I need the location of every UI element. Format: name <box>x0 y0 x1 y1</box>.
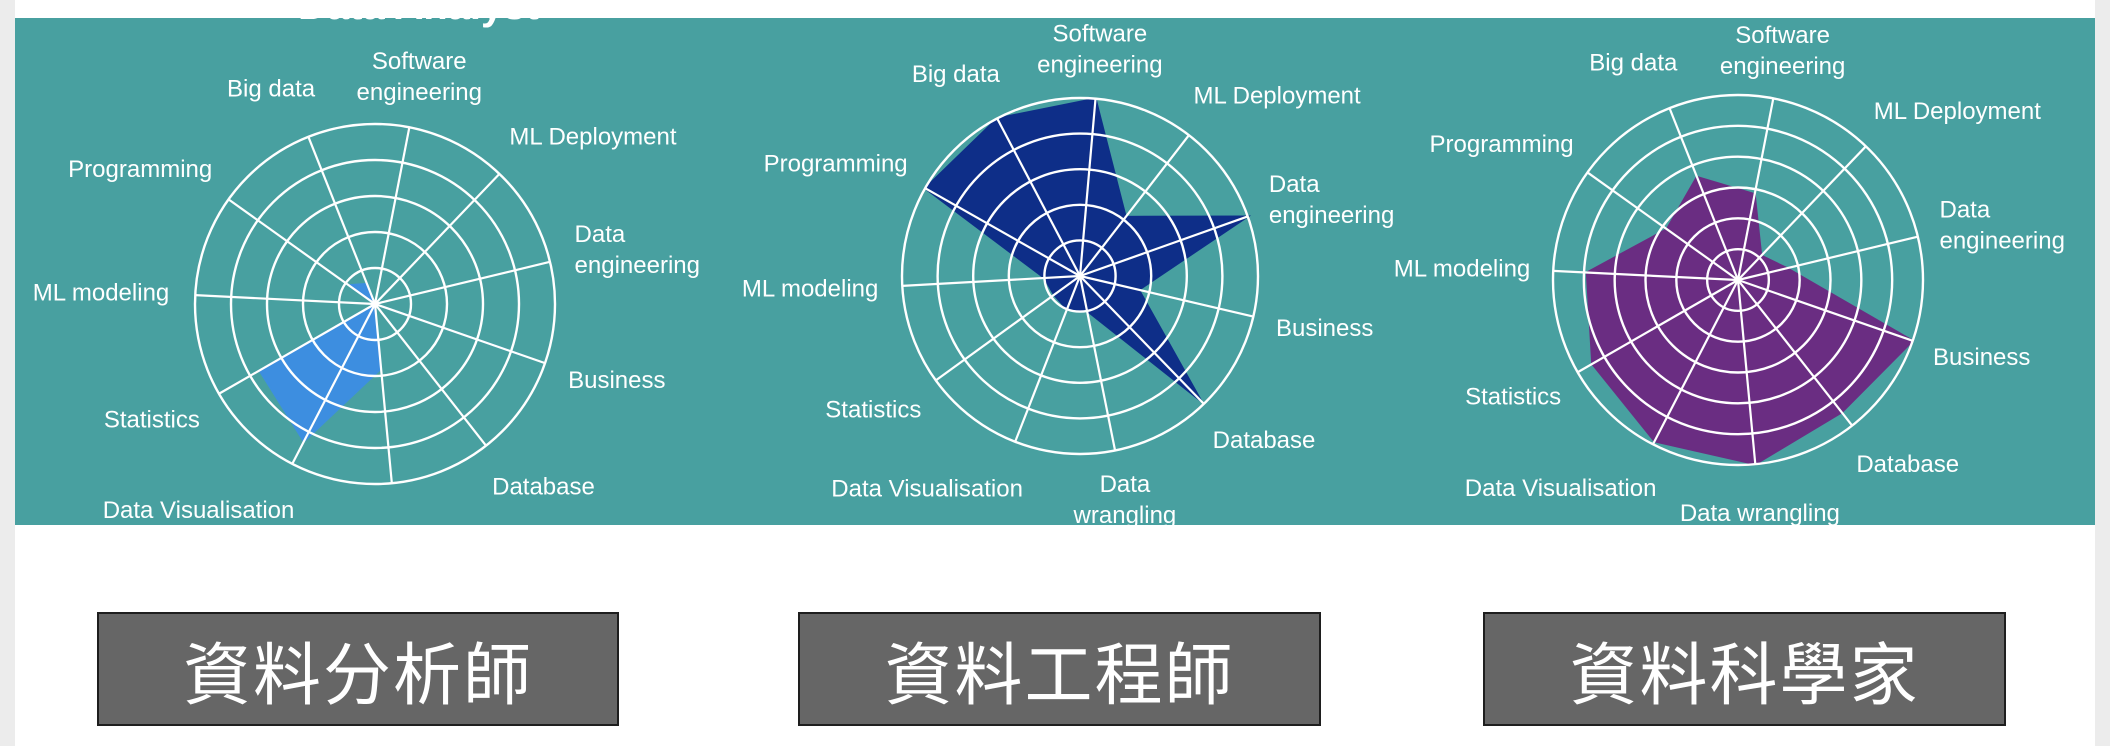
radar-axis-label-database: Database <box>492 474 595 501</box>
radar-spoke <box>924 187 1081 277</box>
radar-axis-label-big-data: Big data <box>227 75 316 102</box>
role-label-data-analyst: 資料分析師 <box>97 612 619 726</box>
radar-spoke <box>373 303 393 484</box>
radar-grid-ring <box>1007 203 1153 349</box>
radar-axis-label-database: Database <box>1213 427 1316 454</box>
radar-spoke <box>1078 98 1097 277</box>
role-label-data-engineer: 資料工程師 <box>798 612 1321 726</box>
radar-spoke <box>1737 278 1914 342</box>
radar-grid-ring <box>229 158 521 450</box>
radar-spoke <box>935 275 1081 382</box>
radar-spoke <box>1577 279 1739 374</box>
radar-axis-label-ml-modeling: ML modeling <box>33 280 170 307</box>
radar-spoke <box>1079 215 1249 278</box>
radar-spoke <box>1553 269 1739 282</box>
radar-spoke <box>1736 279 1757 465</box>
radar-grid-ring <box>1551 93 1925 467</box>
radar-axis-label-ml-deployment: ML Deployment <box>1874 98 2042 125</box>
radar-spoke <box>1586 171 1739 281</box>
radar-grid-ring <box>972 167 1189 385</box>
radar-axis-label-database: Database <box>1856 451 1959 478</box>
radar-axis-label-business: Business <box>1276 315 1373 342</box>
radar-axis-label-big-data: Big data <box>1589 50 1678 77</box>
radar-spoke <box>1651 279 1739 445</box>
radar-grid-ring <box>301 230 449 378</box>
radar-spoke <box>374 303 487 447</box>
radar-grid-ring <box>1043 239 1117 313</box>
radar-grid-ring <box>900 96 1260 456</box>
radar-grid-ring <box>337 266 413 342</box>
radar-axis-label-data-wrangling: Data wrangling <box>1680 500 1840 527</box>
radar-grid-ring <box>193 122 557 486</box>
radar-grid-ring <box>1644 186 1832 374</box>
radar-spoke <box>1078 275 1117 451</box>
radar-axis-label-programming: Programming <box>764 151 908 178</box>
radar-spoke <box>1079 134 1190 277</box>
radar-spoke <box>291 303 376 465</box>
radar-spoke <box>1736 98 1775 281</box>
radar-spoke <box>374 302 546 365</box>
radar-spoke <box>227 198 376 305</box>
radar-axis-label-data-visualisation: Data Visualisation <box>103 497 295 524</box>
heading-clip <box>15 0 2095 18</box>
radar-axis-label-statistics: Statistics <box>104 407 200 434</box>
radar-spoke <box>996 117 1081 277</box>
radar-axis-label-statistics: Statistics <box>825 397 921 424</box>
radar-spoke <box>1737 145 1867 281</box>
radar-spoke <box>1737 235 1919 282</box>
radar-series-area <box>1585 175 1915 466</box>
radar-axis-label-business: Business <box>1933 344 2030 371</box>
radar-axis-label-ml-modeling: ML modeling <box>1394 255 1531 282</box>
radar-spoke <box>1737 279 1853 427</box>
radar-axis-label-ml-modeling: ML modeling <box>742 276 879 303</box>
role-label-data-scientist: 資料科學家 <box>1483 612 2006 726</box>
radar-spoke <box>1014 275 1082 443</box>
radar-grid-ring <box>1705 247 1771 313</box>
radar-spoke <box>1079 275 1205 405</box>
radar-series-area <box>923 97 1252 403</box>
radar-spoke <box>374 260 551 306</box>
radar-spoke <box>1079 274 1254 318</box>
radar-axis-label-statistics: Statistics <box>1465 384 1561 411</box>
radar-spoke <box>374 173 501 305</box>
radar-grid-ring <box>1613 155 1863 405</box>
radar-grid-ring <box>1582 124 1894 436</box>
radar-axis-label-data-visualisation: Data Visualisation <box>1465 475 1657 502</box>
radar-grid-ring <box>265 194 485 414</box>
radar-grid-ring <box>1675 217 1801 343</box>
radar-spoke <box>218 303 376 395</box>
radar-axis-label-ml-deployment: ML Deployment <box>1194 83 1362 110</box>
radar-axis-label-business: Business <box>568 367 665 394</box>
radar-axis-label-data-visualisation: Data Visualisation <box>831 475 1023 502</box>
radar-axis-label-data-wrangling: Data wrangling <box>317 522 477 549</box>
radar-spoke <box>195 294 376 306</box>
radar-grid-ring <box>936 132 1224 420</box>
radar-spoke <box>1668 107 1740 281</box>
radar-axis-label-programming: Programming <box>68 156 212 183</box>
radar-spoke <box>902 274 1081 287</box>
radar-spoke <box>307 136 377 305</box>
radar-axis-label-programming: Programming <box>1430 131 1574 158</box>
radar-spoke <box>373 127 411 305</box>
radar-axis-label-big-data: Big data <box>912 61 1001 88</box>
radar-axis-label-ml-deployment: ML Deployment <box>509 123 677 150</box>
